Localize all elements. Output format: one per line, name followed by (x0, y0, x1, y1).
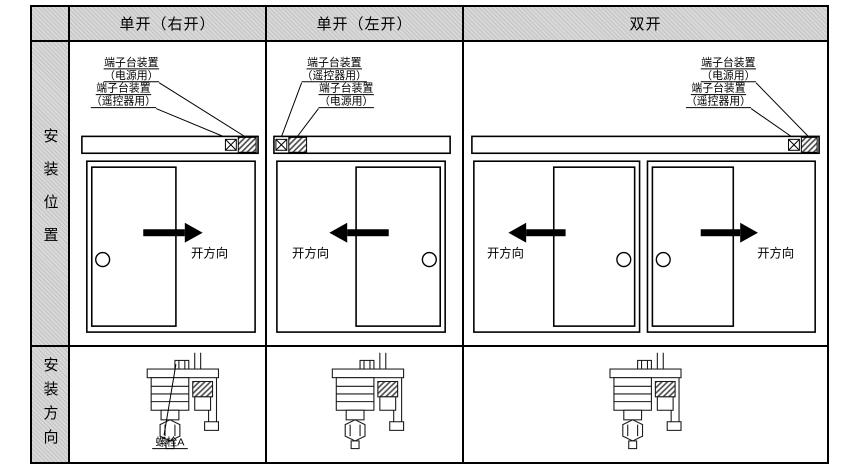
open-direction-arrow-right-icon (143, 222, 203, 243)
terminal-box-remote-icon (275, 138, 288, 151)
cell-position-single-left: 端子台装置 （遥控器用） 端子台装置 （电源用） (267, 42, 464, 347)
door-handle-icon (421, 251, 437, 268)
terminal-box-power-icon (800, 136, 818, 153)
diagram-position-single-right: 端子台装置 （电源用） 端子台装置 （遥控器用） (81, 55, 259, 333)
cell-direction-single-left (267, 347, 464, 462)
cell-direction-double (464, 347, 827, 462)
terminal-device-label: 端子台装置 (96, 81, 150, 95)
terminal-box-remote-icon (788, 138, 800, 151)
column-header-single-left-label: 单开（左开） (316, 16, 413, 33)
device-drawing (146, 352, 220, 450)
door-rail (471, 135, 820, 155)
terminal-box-power-icon (288, 136, 308, 153)
door-rail (81, 135, 259, 155)
diagram-direction-single-right: 螺栓A (146, 352, 220, 450)
door-panel-left (552, 166, 636, 327)
terminal-device-label: 端子台装置 (691, 81, 745, 95)
terminal-power-label-group: 端子台装置 （电源用） (318, 81, 374, 109)
cell-position-single-right: 端子台装置 （电源用） 端子台装置 （遥控器用） (70, 42, 267, 347)
terminal-power-label-group: 端子台装置 （电源用） (700, 55, 756, 83)
leader-line-power (296, 108, 319, 138)
bolt-a-label: 螺栓A (155, 436, 185, 449)
terminal-power-label-group: 端子台装置 （电源用） (103, 55, 160, 83)
cell-direction-single-right: 螺栓A (70, 347, 267, 462)
column-header-double: 双开 (464, 7, 827, 42)
device-drawing (609, 352, 682, 450)
door-panel (90, 166, 177, 327)
column-header-single-right: 单开（右开） (70, 7, 267, 42)
leader-line-power (158, 82, 247, 138)
open-direction-arrow-left-icon (508, 222, 566, 243)
terminal-device-label: 端子台装置 (701, 55, 755, 69)
door-handle-icon (95, 251, 111, 268)
diagram-position-double: 端子台装置 （电源用） 端子台装置 （遥控器用） (471, 55, 820, 333)
column-header-single-right-label: 单开（右开） (119, 16, 216, 33)
power-use-label: （电源用） (104, 68, 158, 82)
row-header-installation-position: 安装位置 (32, 42, 70, 347)
leader-line-bolt-a (163, 364, 177, 436)
terminal-box-remote-icon (224, 138, 237, 151)
column-header-single-left: 单开（左开） (267, 7, 464, 42)
door-panel (355, 166, 442, 327)
terminal-device-label: 端子台装置 (104, 55, 158, 69)
remote-use-label: （遥控器用） (91, 94, 156, 108)
terminal-box-power-icon (237, 136, 257, 153)
leader-line-remote (280, 82, 303, 139)
row-header-installation-direction-label: 安装方向 (41, 356, 59, 453)
column-header-double-label: 双开 (629, 16, 662, 33)
terminal-device-label: 端子台装置 (307, 55, 361, 69)
power-use-label: （电源用） (319, 94, 373, 108)
terminal-remote-label-group: 端子台装置 （遥控器用） (685, 81, 752, 109)
diagram-direction-double (609, 352, 682, 450)
remote-use-label: （遥控器用） (302, 68, 367, 82)
installation-table: 单开（右开） 单开（左开） 双开 安装位置 端子台装置 （电源用） 端子台装置 (30, 5, 829, 464)
leader-line-remote (155, 108, 231, 140)
row-header-installation-position-label: 安装位置 (41, 127, 59, 260)
open-direction-label: 开方向 (191, 246, 228, 261)
open-direction-arrow-right-icon (700, 222, 758, 243)
leader-line-power (755, 82, 810, 138)
open-direction-label: 开方向 (292, 246, 329, 261)
diagram-direction-single-left (331, 352, 405, 450)
device-drawing (331, 352, 405, 450)
row-header-installation-direction: 安装方向 (32, 347, 70, 462)
open-direction-label: 开方向 (757, 246, 794, 261)
power-use-label: （电源用） (701, 68, 755, 82)
terminal-remote-label-group: 端子台装置 （遥控器用） (301, 55, 367, 83)
diagram-position-single-left: 端子台装置 （遥控器用） 端子台装置 （电源用） (273, 55, 451, 333)
open-direction-label: 开方向 (487, 246, 524, 261)
cell-position-double: 端子台装置 （电源用） 端子台装置 （遥控器用） (464, 42, 827, 347)
remote-use-label: （遥控器用） (686, 94, 751, 108)
leader-line-remote (750, 108, 796, 140)
terminal-device-label: 端子台装置 (319, 81, 373, 95)
terminal-remote-label-group: 端子台装置 （遥控器用） (90, 81, 157, 109)
door-rail (273, 135, 451, 155)
door-handle-icon (616, 251, 632, 268)
corner-cell (32, 7, 70, 42)
door-handle-icon (655, 251, 671, 268)
open-direction-arrow-left-icon (329, 222, 389, 243)
door-panel-right (651, 166, 735, 327)
